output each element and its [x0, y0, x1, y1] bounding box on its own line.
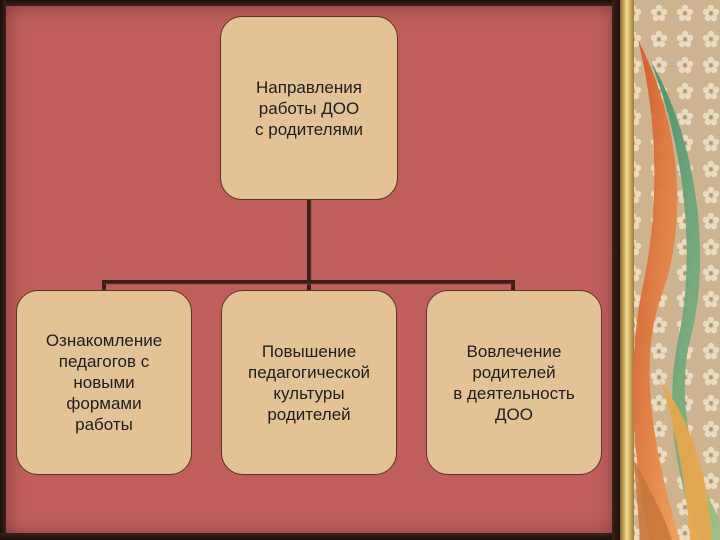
child-node-1: Ознакомление педагогов с новыми формами … — [16, 290, 192, 475]
tree-connectors — [102, 198, 515, 292]
child-node-2-label: Повышение педагогической культуры родите… — [247, 341, 371, 424]
root-node-label: Направления работы ДОО с родителями — [255, 77, 363, 139]
child-node-3: Вовлечение родителей в деятельность ДОО — [426, 290, 602, 475]
decorative-side-ornament — [620, 0, 720, 540]
child-node-3-label: Вовлечение родителей в деятельность ДОО — [453, 341, 575, 424]
frame-border-right — [612, 0, 622, 540]
child-node-2: Повышение педагогической культуры родите… — [221, 290, 397, 475]
frame-border-left — [0, 0, 6, 540]
frame-border-bottom — [0, 533, 620, 540]
root-node: Направления работы ДОО с родителями — [220, 16, 398, 200]
frame-border-top — [0, 0, 620, 6]
child-node-1-label: Ознакомление педагогов с новыми формами … — [45, 331, 163, 434]
